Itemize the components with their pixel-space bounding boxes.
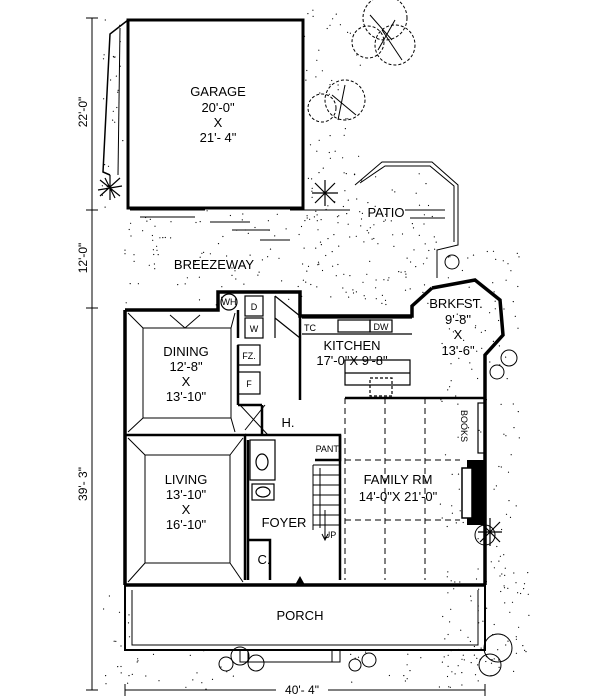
svg-text:16'-10": 16'-10" xyxy=(166,517,207,532)
dim-left-top: 22'-0" xyxy=(76,97,90,128)
breezeway-label: BREEZEWAY xyxy=(174,257,255,272)
svg-text:14'-0"X 21'-0": 14'-0"X 21'-0" xyxy=(359,489,438,504)
water-heater-label: WH xyxy=(222,297,237,307)
hall-arch xyxy=(239,404,269,436)
washer-label: W xyxy=(250,324,259,334)
starburst-plants xyxy=(97,175,502,546)
svg-text:21'- 4": 21'- 4" xyxy=(200,130,237,145)
family-room-beams xyxy=(344,398,460,580)
svg-text:GARAGE: GARAGE xyxy=(190,84,246,99)
laundry-area xyxy=(220,293,301,395)
fridge-label: F xyxy=(246,379,252,389)
tree-top-right xyxy=(351,0,416,66)
kitchen-label: KITCHEN 17'-0"X 9'-8" xyxy=(316,338,388,368)
garage xyxy=(102,18,305,210)
bookshelf xyxy=(477,402,486,454)
tree-top-mid xyxy=(307,79,366,123)
svg-text:9'-8": 9'-8" xyxy=(445,312,471,327)
svg-text:KITCHEN: KITCHEN xyxy=(323,338,380,353)
books-label: BOOKS xyxy=(459,410,469,442)
porch-label: PORCH xyxy=(277,608,324,623)
svg-text:X: X xyxy=(182,502,191,517)
svg-text:17'-0"X 9'-8": 17'-0"X 9'-8" xyxy=(316,353,388,368)
closet-label: C. xyxy=(258,552,271,567)
dim-bottom: 40'- 4" xyxy=(285,683,319,697)
stair-up-label: UP xyxy=(324,530,337,540)
dishwasher-label: DW xyxy=(374,322,389,332)
svg-text:20'-0": 20'-0" xyxy=(201,100,235,115)
hall-label: H. xyxy=(282,415,295,430)
family-rm-label: FAMILY RM 14'-0"X 21'-0" xyxy=(359,472,438,504)
front-door-arrow xyxy=(295,576,305,585)
svg-text:13'-10": 13'-10" xyxy=(166,389,207,404)
svg-text:13'-6": 13'-6" xyxy=(441,343,475,358)
freezer-label: FZ. xyxy=(242,351,256,361)
svg-text:BRKFST.: BRKFST. xyxy=(429,296,482,311)
trash-compactor-label: TC xyxy=(304,323,316,333)
tray-ceilings xyxy=(127,312,244,583)
stairs xyxy=(312,464,340,542)
kitchen-counters xyxy=(302,317,412,397)
svg-text:X: X xyxy=(454,327,463,342)
living-label: LIVING 13'-10" X 16'-10" xyxy=(165,472,208,532)
brkfst-label: BRKFST. 9'-8" X 13'-6" xyxy=(429,296,482,358)
svg-text:LIVING: LIVING xyxy=(165,472,208,487)
dining-label: DINING 12'-8" X 13'-10" xyxy=(163,344,209,404)
svg-text:FAMILY RM: FAMILY RM xyxy=(364,472,433,487)
interior-walls xyxy=(125,310,485,580)
svg-text:X: X xyxy=(182,374,191,389)
dryer-label: D xyxy=(251,302,258,312)
foyer-label: FOYER xyxy=(262,515,307,530)
powder-room xyxy=(249,439,276,501)
garage-label: GARAGE 20'-0" X 21'- 4" xyxy=(190,84,246,145)
patio-label: PATIO xyxy=(367,205,404,220)
dim-left-mid: 12'-0" xyxy=(76,243,90,274)
patio-brick xyxy=(130,161,459,278)
garage-side-door-swing xyxy=(102,19,129,176)
pantry-label: PANT. xyxy=(316,444,341,454)
porch xyxy=(124,584,486,663)
svg-text:X: X xyxy=(214,115,223,130)
dim-left-bottom: 39'- 3" xyxy=(76,467,90,501)
svg-text:13'-10": 13'-10" xyxy=(166,487,207,502)
svg-text:12'-8": 12'-8" xyxy=(169,359,203,374)
fireplace xyxy=(461,460,485,525)
svg-text:DINING: DINING xyxy=(163,344,209,359)
